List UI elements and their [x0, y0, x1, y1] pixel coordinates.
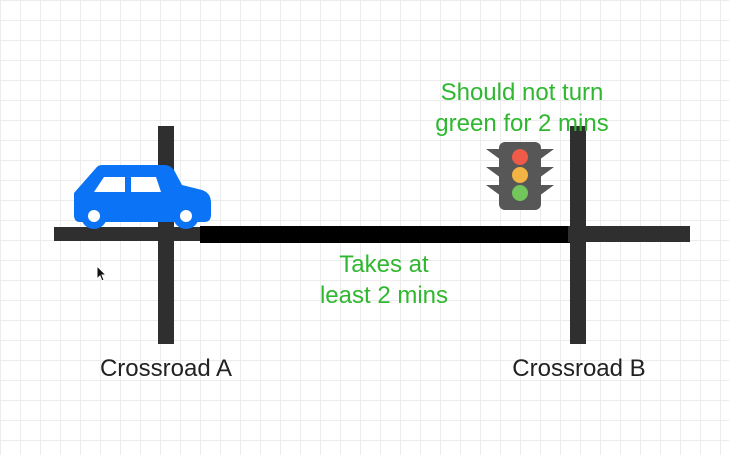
- traffic-light-right-visor-bottom: [539, 185, 554, 196]
- traffic-light-icon: [486, 142, 554, 210]
- crossroad-b-label: Crossroad B: [512, 355, 646, 382]
- travel-time-note-line-2: least 2 mins: [319, 282, 449, 309]
- mouse-cursor-shape: [96, 265, 108, 282]
- travel-time-note-line-1: Takes at: [339, 251, 429, 278]
- traffic-light-right-visor-middle: [539, 167, 554, 178]
- car-rear-wheel-hub: [88, 210, 100, 222]
- crossroad-a-label: Crossroad A: [99, 355, 233, 382]
- car-icon: [74, 165, 211, 229]
- crossroad-b-road: [570, 126, 586, 344]
- traffic-light-red-lamp: [512, 149, 528, 165]
- traffic-light-yellow-lamp: [512, 167, 528, 183]
- traffic-light-green-lamp: [512, 185, 528, 201]
- travel-time-note: Takes at least 2 mins: [282, 249, 486, 311]
- traffic-light-note-line-1: Should not turn: [440, 79, 604, 106]
- mouse-cursor-icon: [96, 265, 108, 282]
- road-between-crossroads: [200, 226, 570, 243]
- traffic-light-note: Should not turn green for 2 mins: [402, 77, 642, 139]
- road-right-segment: [568, 226, 690, 242]
- car-front-window: [94, 177, 125, 192]
- car-rear-window: [131, 177, 161, 192]
- crossroad-a-road: [158, 126, 174, 344]
- car-front-wheel-hub: [180, 210, 192, 222]
- traffic-light-note-line-2: green for 2 mins: [435, 110, 609, 137]
- traffic-light-left-visor-middle: [486, 167, 501, 178]
- traffic-light-right-visor-top: [539, 149, 554, 160]
- traffic-light-left-visor-bottom: [486, 185, 501, 196]
- traffic-light-left-visor-top: [486, 149, 501, 160]
